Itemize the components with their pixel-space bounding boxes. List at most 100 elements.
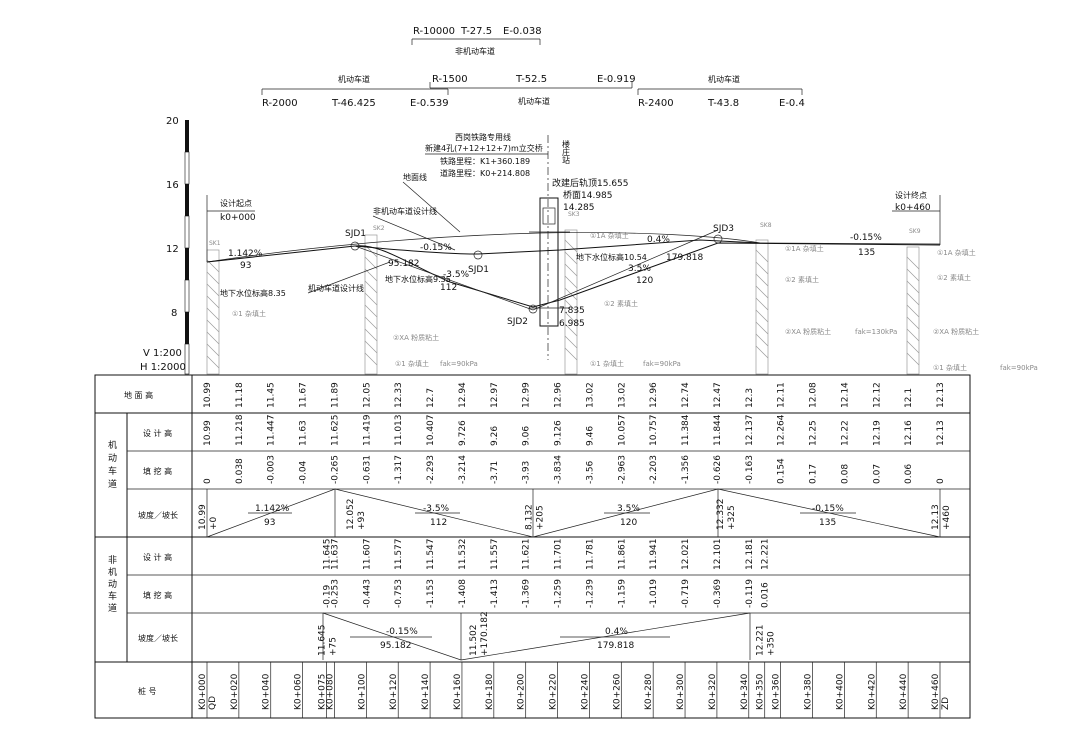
motor-vp-station: +205: [536, 505, 546, 530]
curve-center-label: 机动车道: [518, 96, 550, 106]
motor-design-cell: 9.46: [585, 426, 595, 446]
row-m-slope-label: 坡度／坡长: [138, 510, 178, 520]
nonmotor-vp-elev: 11.645: [318, 625, 328, 657]
ground-cell: 12.7: [426, 388, 436, 408]
sjd1-nm-point: [473, 250, 483, 260]
grade-5-pct: 3.5%: [628, 264, 651, 274]
sjd1-nm-label: SJD1: [468, 265, 489, 275]
motor-design-cell: 11.013: [394, 415, 404, 447]
motor-fill-cell: -3.93: [522, 461, 532, 484]
ground-cell: 12.96: [649, 382, 659, 408]
axis-label-8: 8: [171, 308, 177, 319]
soil-label-sk9-1: ①1 杂填土: [933, 363, 967, 372]
low-point-2: 6.985: [559, 319, 585, 329]
ground-cell: 13.02: [617, 382, 627, 408]
start-title: 设计起点: [220, 198, 252, 208]
nonmotor-fill-cell: -1.239: [585, 579, 595, 608]
end-station: k0+460: [895, 203, 931, 213]
vertical-curve-brackets: R-10000 T-27.5 E-0.038 非机动车道 机动车道 R-2000…: [261, 26, 805, 109]
borehole-sk9: SK9: [906, 228, 921, 375]
borehole-sk2-label: SK2: [373, 225, 385, 232]
motor-vp-station: +460: [942, 505, 952, 530]
row-station-label: 桩 号: [138, 686, 157, 696]
nonmotor-fill-cell: -1.019: [649, 579, 659, 608]
nonmotor-design-cell: 11.577: [394, 539, 404, 571]
station-label: K0+400: [835, 673, 845, 710]
station-label: K0+040: [262, 673, 272, 710]
profile-lines: [206, 135, 941, 360]
motor-design-cell: 10.757: [649, 415, 659, 447]
boreholes: SK1 SK2 SK3 SK8 SK9 ①1 杂填土 ①1A 杂填土 ①2 素填…: [206, 211, 1038, 375]
nonmotor-design-cell: 11.941: [649, 539, 659, 571]
motor-design-cell: 12.137: [745, 415, 755, 447]
soil-label-sk9-1a: ①1A 杂填土: [937, 248, 976, 257]
bridge-line-2: 新建4孔(7+12+12+7)m立交桥: [425, 143, 543, 153]
grade-5-len: 120: [636, 276, 653, 286]
station-label: K0+340: [740, 673, 750, 710]
nonmotor-design-cell: 12.021: [681, 539, 691, 571]
curve-right-t: T-43.8: [707, 98, 739, 109]
station-label: K0+160: [453, 673, 463, 710]
nonmotor-vp-station: +350: [767, 631, 777, 656]
nonmotor-design-cell: 11.861: [617, 539, 627, 571]
station-label: K0+420: [867, 673, 877, 710]
motor-vp-elev: 8.132: [525, 504, 535, 530]
grade-3-len: 112: [440, 283, 457, 293]
motor-fill-cell: 0.07: [872, 464, 882, 484]
nonmotor-design-cell: 12.101: [713, 539, 723, 571]
m-slope-1-len: 93: [264, 518, 275, 528]
station-label: K0+120: [389, 673, 399, 710]
station-sub-first: QD: [208, 696, 218, 710]
sjd3-label: SJD3: [713, 224, 734, 234]
motor-fill-cell: -3.214: [458, 455, 468, 484]
profile-table: 地 面 高 机动车道 非机动车道 设 计 高 填 挖 高 坡度／坡长 设 计 高…: [94, 374, 971, 719]
station-label: K0+320: [708, 673, 718, 710]
motor-fill-cell: -1.356: [681, 455, 691, 484]
nonmotor-fill-row: -0.19-0.253-0.443-0.753-1.153-1.408-1.41…: [323, 579, 771, 608]
nonmotor-fill-cell: -1.408: [458, 579, 468, 608]
nonmotor-fill-cell: -1.259: [554, 579, 564, 608]
borehole-sk8-label: SK8: [760, 222, 772, 229]
profile-annotations: 设计起点 k0+000 设计终点 k0+460 西岗铁路专用线 新建4孔(7+1…: [220, 132, 931, 329]
station-name: 楼庄站: [562, 139, 571, 165]
ground-cell: 12.08: [809, 382, 819, 408]
soil-label-left-fak: fak=90kPa: [440, 360, 478, 368]
nonmotor-design-cell: 11.557: [490, 539, 500, 571]
nonmotor-fill-cell: -0.119: [745, 579, 755, 608]
nonmotor-fill-cell: -1.153: [426, 579, 436, 608]
motor-design-cell: 11.625: [330, 415, 340, 447]
motor-design-cell: 11.447: [267, 415, 277, 447]
soil-label-left-2a: ②XA 粉质粘土: [393, 333, 439, 342]
grade-6-pct: -0.15%: [850, 233, 882, 243]
motor-design-cell: 9.126: [554, 420, 564, 446]
nonmotor-vp-elev: 12.221: [756, 625, 766, 657]
station-label: K0+100: [357, 673, 367, 710]
nonmotor-vp-elev: 11.502: [469, 625, 479, 657]
motor-vp-elev: 12.13: [931, 504, 941, 530]
nm-slope-2-pct: 0.4%: [605, 627, 628, 637]
station-label: K0+380: [804, 673, 814, 710]
motor-design-cell: 9.726: [458, 420, 468, 446]
nonmotor-design-line: [354, 239, 761, 255]
curve-right-label: 机动车道: [708, 74, 740, 84]
motor-vp-station: +93: [357, 511, 367, 530]
row-nm-slope-label: 坡度／坡长: [138, 633, 178, 643]
ground-cell: 12.47: [713, 382, 723, 408]
motor-design-cell: 10.99: [203, 420, 213, 446]
station-label: K0+240: [580, 673, 590, 710]
ground-cell: 12.97: [490, 382, 500, 408]
grade-6-len: 135: [858, 248, 875, 258]
station-label: K0+080: [325, 673, 335, 710]
motor-slope-row: 1.142% 93 -3.5% 112 3.5% 120 -0.15% 135 …: [198, 488, 952, 538]
m-slope-4-pct: -0.15%: [812, 504, 844, 514]
motor-design-cell: 12.22: [840, 420, 850, 446]
station-label: K0+460: [931, 673, 941, 710]
end-title: 设计终点: [895, 190, 927, 200]
motor-fill-cell: -0.265: [330, 455, 340, 484]
motor-fill-cell: 0.038: [235, 458, 245, 484]
soil-label-sk8-fak: fak=130kPa: [855, 328, 897, 336]
